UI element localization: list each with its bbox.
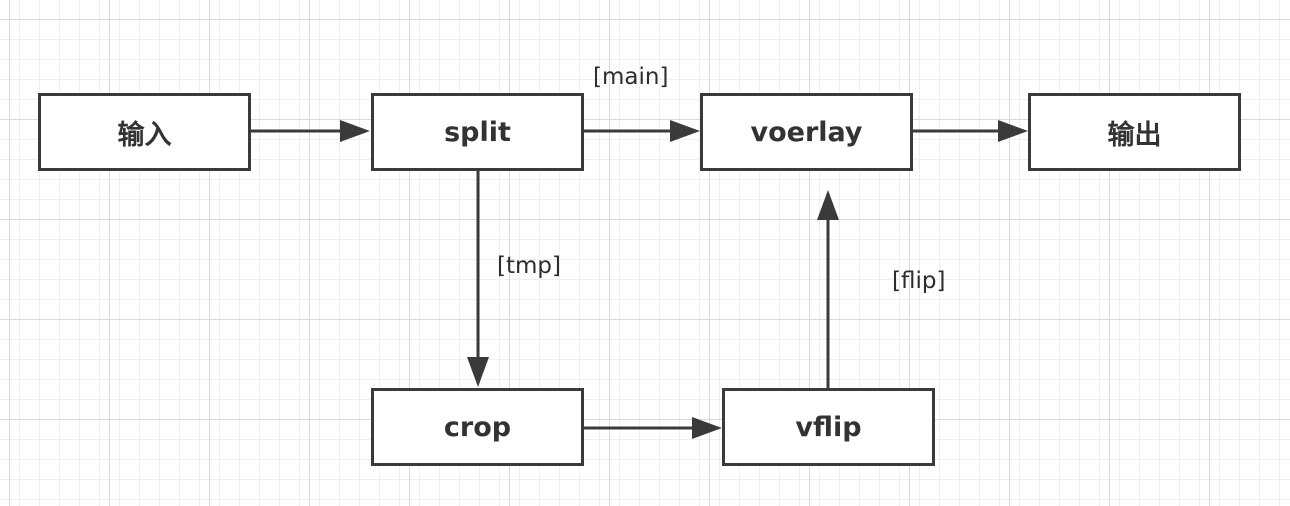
node-vflip: vflip — [722, 388, 935, 466]
node-input: 输入 — [38, 93, 251, 171]
arrowhead-split-overlay — [670, 120, 700, 142]
arrowhead-overlay-output — [998, 120, 1028, 142]
node-output: 输出 — [1028, 93, 1241, 171]
arrowhead-crop-vflip — [692, 417, 722, 439]
arrowhead-vflip-overlay — [817, 190, 839, 220]
edge-label-tmp: [tmp] — [497, 253, 561, 279]
edge-label-main: [main] — [593, 64, 669, 90]
arrowhead-split-crop — [467, 357, 489, 387]
node-crop: crop — [371, 388, 584, 466]
node-split: split — [371, 93, 584, 171]
arrowhead-input-split — [340, 120, 370, 142]
node-overlay: voerlay — [700, 93, 913, 171]
edge-label-flip: [flip] — [892, 268, 946, 294]
